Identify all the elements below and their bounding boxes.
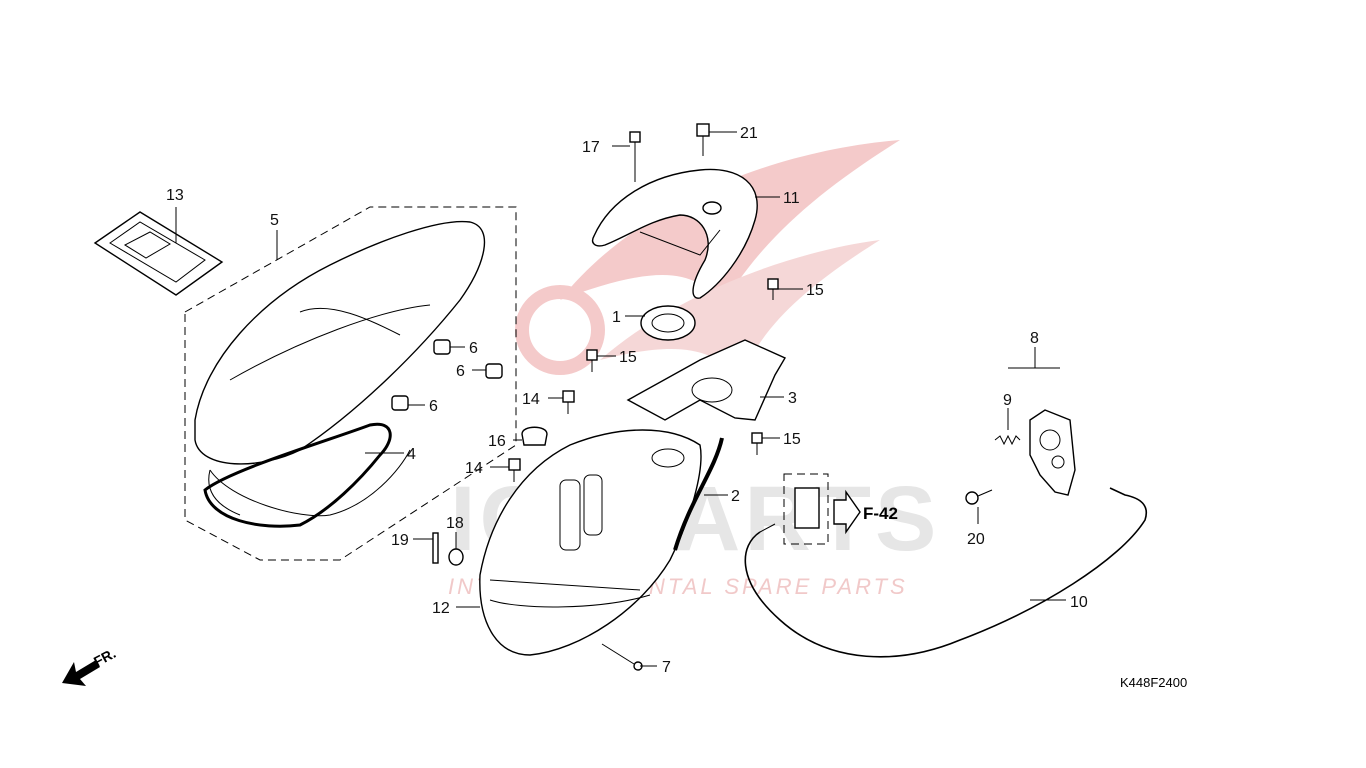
part-16-cap xyxy=(521,426,548,446)
callout-16: 16 xyxy=(488,433,506,450)
part-14-bolt-b xyxy=(508,458,521,482)
part-9-spring xyxy=(994,434,1021,446)
part-1-grommet xyxy=(640,305,696,341)
front-direction-arrow: FR. xyxy=(62,645,118,686)
part-4-seat-seal xyxy=(203,422,392,528)
part-21-bolt xyxy=(696,123,710,156)
callout-20: 20 xyxy=(967,531,985,548)
callout-10: 10 xyxy=(1070,594,1088,611)
part-15-bolt-c xyxy=(751,432,763,455)
part-6-bumper-c xyxy=(391,395,409,411)
callout-6-b: 6 xyxy=(456,363,465,380)
callout-9: 9 xyxy=(1003,392,1012,409)
reference-box xyxy=(783,473,829,545)
callout-6-c: 6 xyxy=(429,398,438,415)
callout-13: 13 xyxy=(166,187,184,204)
callout-7: 7 xyxy=(662,659,671,676)
part-11-grab-rail xyxy=(591,168,758,299)
callout-5: 5 xyxy=(270,212,279,229)
callout-17: 17 xyxy=(582,139,600,156)
callout-21: 21 xyxy=(740,125,758,142)
callout-8: 8 xyxy=(1030,330,1039,347)
part-18-nut xyxy=(448,548,464,566)
callout-18: 18 xyxy=(446,515,464,532)
callout-4: 4 xyxy=(407,446,416,463)
part-8-seat-lock xyxy=(1029,409,1076,496)
callouts: 13 5 17 21 11 1 15 15 3 15 14 16 14 6 6 … xyxy=(166,125,1088,676)
callout-12: 12 xyxy=(432,600,450,617)
part-12-luggage-box xyxy=(479,429,702,656)
part-13-label-plate xyxy=(93,211,224,296)
callout-6-a: 6 xyxy=(469,340,478,357)
callout-3: 3 xyxy=(788,390,797,407)
seat-assembly-outline xyxy=(184,206,517,561)
part-5-seat xyxy=(194,220,486,517)
reference-label: F-42 xyxy=(863,504,898,523)
part-6-bumper-b xyxy=(485,363,503,379)
part-6-bumper-a xyxy=(433,339,451,355)
part-17-bolt xyxy=(629,131,641,182)
leader-lines xyxy=(175,131,1066,667)
part-2-tube xyxy=(673,437,724,551)
part-7-bolt xyxy=(601,643,643,671)
part-19-pin xyxy=(432,532,439,564)
callout-19: 19 xyxy=(391,532,409,549)
part-14-bolt-a xyxy=(562,390,575,414)
part-latch-in-ref-box xyxy=(794,487,820,529)
callout-1: 1 xyxy=(612,309,621,326)
callout-2: 2 xyxy=(731,488,740,505)
callout-15-c: 15 xyxy=(783,431,801,448)
callout-15-b: 15 xyxy=(619,349,637,366)
reference-arrow xyxy=(833,489,861,535)
diagram-code: K448F2400 xyxy=(1120,675,1187,690)
part-10-cable xyxy=(744,487,1147,658)
callout-15-a: 15 xyxy=(806,282,824,299)
part-20-bolt xyxy=(965,489,993,505)
callout-11: 11 xyxy=(783,190,800,207)
callout-14-a: 14 xyxy=(522,391,540,408)
callout-14-b: 14 xyxy=(465,460,483,477)
part-15-bolt-b xyxy=(586,349,598,372)
part-15-bolt-a xyxy=(767,278,779,300)
